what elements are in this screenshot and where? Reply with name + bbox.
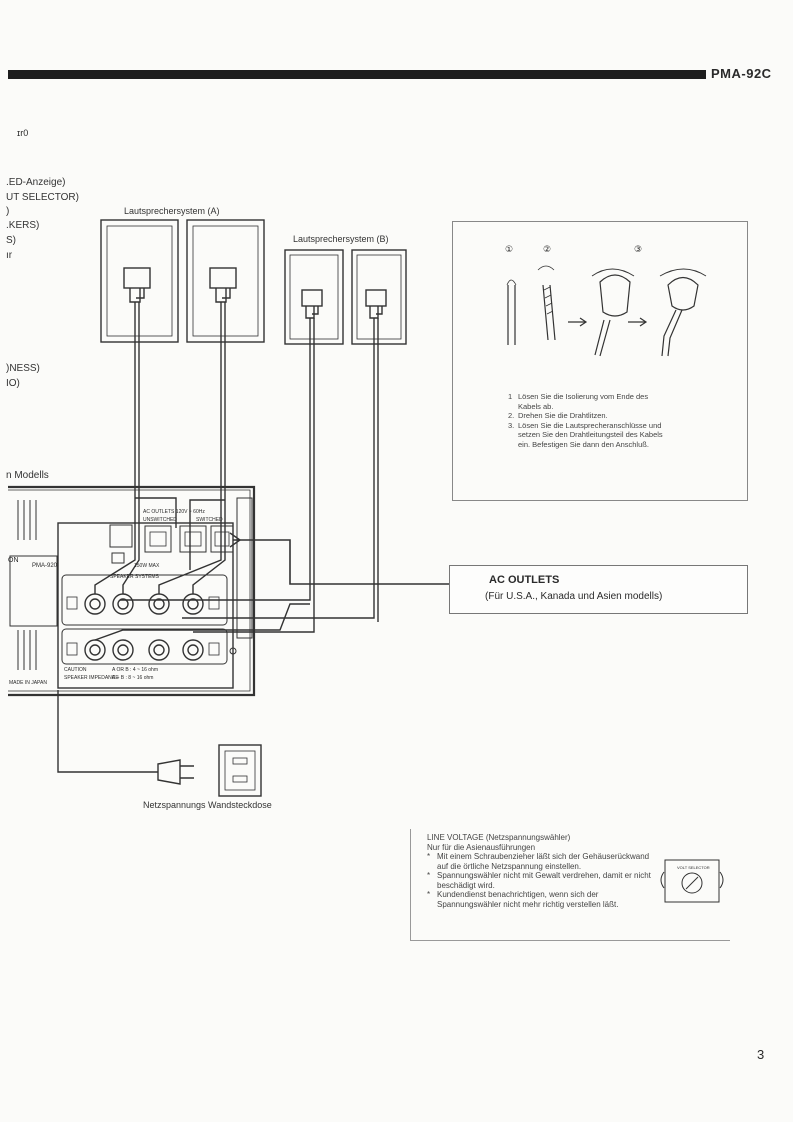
ac-outlets-title: AC OUTLETS [489,574,560,586]
step-1-mark: ① [505,244,514,254]
brand-fragment: ON [8,557,19,564]
made-in-label: MADE IN JAPAN [9,680,47,686]
switched-label: SWITCHED [196,517,223,523]
ac-outlets-subtitle: (Für U.S.A., Kanada und Asien modells) [485,591,663,602]
ohm-ab-label: A + B : 8 ~ 16 ohm [112,675,154,681]
model-title: PMA-92C [711,66,772,81]
left-fragment: .KERS) [6,220,40,231]
speaker-systems-label: SPEAKER SYSTEMS [110,574,159,580]
line-voltage-title: LINE VOLTAGE (Netzspannungswähler) [427,833,571,842]
unswitched-label: UNSWITCHED [143,517,177,523]
step-2-mark: ② [543,244,552,254]
line-voltage-subtitle: Nur für die Asienausführungen [427,842,536,852]
top-mark: ɪr0 [17,128,29,138]
left-fragment: IO) [6,378,20,389]
model-plate: PMA-920 [32,563,58,569]
ohm-a-label: A OR B : 4 ~ 16 ohm [112,667,158,673]
line-voltage-text: LINE VOLTAGE (Netzspannungswähler) Nur f… [427,833,659,909]
header-rule [8,70,706,79]
list-item: *Mit einem Schraubenzieher läßt sich der… [427,852,650,871]
speaker-b-right [351,249,407,345]
impedance-label: SPEAKER IMPEDANCE [64,675,119,681]
line-voltage-box: LINE VOLTAGE (Netzspannungswähler) Nur f… [410,829,730,941]
list-item: *Kundendienst benachrichtigen, wenn sich… [427,890,619,909]
outlets-label: AC OUTLETS 120V ~ 60Hz [143,509,205,515]
wall-socket-label: Netzspannungs Wandsteckdose [143,800,272,810]
page-number: 3 [757,1047,765,1062]
ac-outlets-box: AC OUTLETS (Für U.S.A., Kanada und Asien… [449,565,748,614]
list-item: *Spannungswähler nicht mit Gewalt verdre… [427,871,651,890]
left-fragment: S) [6,235,16,246]
left-fragment: UT SELECTOR) [6,192,79,203]
left-fragment: ) [6,206,10,217]
instruction-panel [452,221,748,501]
step-item: 3.Lösen Sie die Lautsprecheranschlüsse u… [508,420,663,449]
models-fragment: n Modells [6,470,49,481]
speaker-system-a-label: Lautsprechersystem (A) [124,206,220,216]
left-fragment: ır [6,250,13,261]
left-fragment: .ED-Anzeige) [6,177,66,188]
speaker-system-b-label: Lautsprechersystem (B) [293,234,389,244]
left-fragment: )NESS) [6,363,40,374]
step-3-mark: ③ [634,244,643,254]
watt-label: 150W MAX [134,563,160,569]
volt-selector-label: VOLT SELECTOR [677,865,710,870]
step-item: 2.Drehen Sie die Drahtlitzen. [508,411,608,420]
line-voltage-list: *Mit einem Schraubenzieher läßt sich der… [427,852,659,909]
caution-label: CAUTION [64,667,87,673]
